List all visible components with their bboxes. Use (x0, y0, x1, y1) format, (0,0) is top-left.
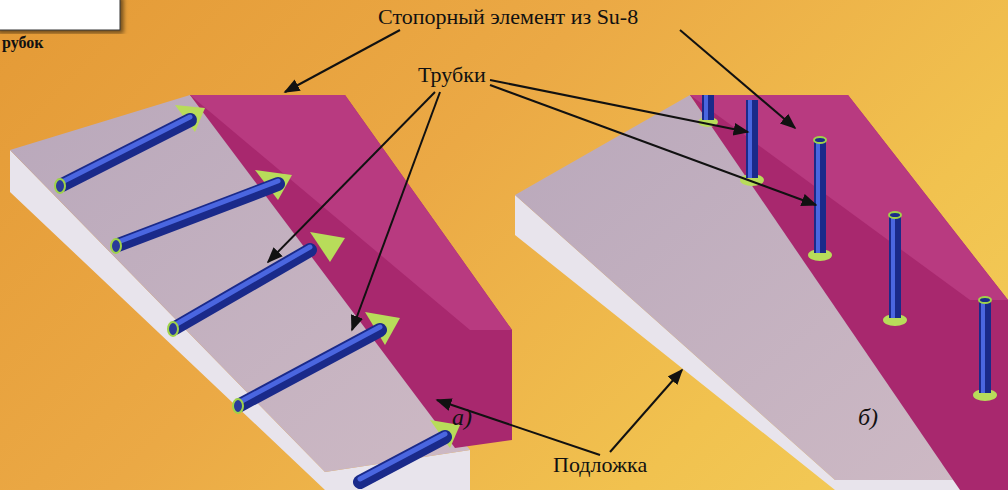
part-label: Стопорный элемент из Su-8 (378, 4, 638, 30)
tubes-b (698, 95, 997, 401)
substrate-b (515, 95, 1008, 490)
header-box (0, 0, 120, 30)
tubes-a (55, 105, 460, 482)
part-label: Трубки (418, 62, 486, 88)
leader-lines (268, 30, 816, 455)
substrate-a (10, 95, 512, 490)
figure-letter: б) (858, 404, 878, 431)
figure-letter: а) (452, 404, 472, 431)
header-fragment: рубок (2, 34, 43, 52)
part-label: Подложка (553, 452, 647, 478)
